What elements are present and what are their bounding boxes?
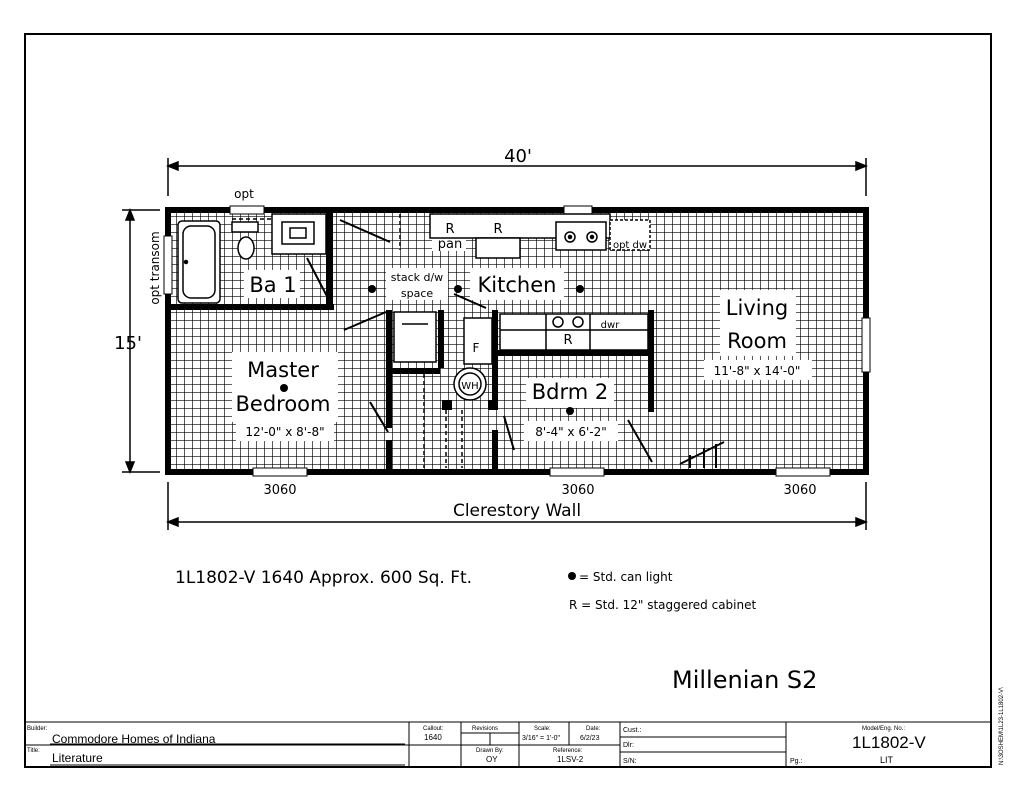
master-label-1: Master [247, 358, 319, 382]
can-lights [280, 285, 584, 580]
title-label: Title: [27, 748, 40, 754]
reference-value: 1LSV-2 [557, 755, 584, 764]
opt-label-top: opt [234, 187, 254, 201]
door-swings [306, 219, 725, 468]
bath-label: Ba 1 [249, 273, 296, 297]
window-label-2: 3060 [561, 483, 594, 498]
sheet-border [24, 33, 992, 768]
kitchen-label: Kitchen [478, 273, 557, 297]
bdrm2-label: Bdrm 2 [532, 380, 609, 404]
width-dimension: 40' [504, 146, 532, 167]
stack-label-1: stack d/w [391, 271, 443, 284]
model-line: 1L1802-V 1640 Approx. 600 Sq. Ft. [175, 568, 472, 588]
master-label-2: Bedroom [236, 392, 331, 416]
height-dimension: 15' [114, 333, 142, 354]
furnace-label: F [473, 341, 480, 355]
cust-label: Cust.: [623, 727, 641, 734]
stack-label-2: space [401, 287, 434, 300]
plan-labels: 40' 15' opt transom opt Ba 1 Kitchen sta… [114, 146, 816, 521]
scale-label: Scale: [534, 726, 551, 732]
living-label-2: Room [727, 329, 787, 353]
window-label-1: 3060 [263, 483, 296, 498]
title-block [25, 721, 991, 767]
dlr-label: Dlr: [623, 742, 634, 749]
opt-dw-label: opt dw [613, 240, 647, 251]
model-no-value: 1L1802-V [852, 733, 926, 752]
toilet-bowl [237, 236, 255, 260]
drawn-by-label: Drawn By: [476, 748, 504, 754]
reference-label: Reference: [553, 748, 583, 754]
dwr-label: dwr [601, 320, 621, 331]
dimension-lines [122, 158, 869, 530]
furnace-box [463, 317, 493, 365]
pg-label: Pg.: [790, 758, 803, 765]
builder-value: Commodore Homes of Indiana [52, 732, 216, 746]
model-no-label: Model/Eng. No.: [862, 726, 905, 732]
title-value: Literature [52, 751, 103, 765]
opt-transom-label: opt transom [148, 231, 162, 304]
info-labels: 1L1802-V 1640 Approx. 600 Sq. Ft. = Std.… [175, 568, 817, 694]
interior-walls [170, 213, 654, 470]
r-pan-label: R [445, 222, 454, 237]
label-backgrounds [232, 219, 812, 441]
water-heater-label: WH [461, 381, 478, 392]
kitchen-sink [555, 221, 607, 251]
scale-value: 3/16" = 1'-0" [522, 735, 561, 742]
builder-label: Builder: [27, 726, 48, 732]
legend-cabinet: R = Std. 12" staggered cabinet [569, 598, 756, 612]
series-name: Millenian S2 [672, 666, 817, 694]
clerestory-label: Clerestory Wall [453, 501, 581, 521]
date-value: 6/2/23 [580, 735, 600, 742]
title-block-text: Builder: Commodore Homes of Indiana Titl… [27, 687, 1005, 765]
legend-light: = Std. can light [579, 570, 673, 584]
master-size: 12'-0" x 8'-8" [245, 425, 324, 439]
pan-label: pan [438, 237, 462, 252]
r-range-label: R [563, 333, 572, 348]
revisions-label: Revisions [472, 726, 498, 732]
r-top-label: R [493, 222, 502, 237]
sn-label: S/N: [623, 758, 637, 765]
stack-washer [393, 311, 437, 363]
callout-value: 1640 [424, 733, 442, 742]
pg-value: LIT [880, 755, 894, 765]
kitchen-fixtures [393, 213, 651, 401]
living-size: 11'-8" x 14'-0" [714, 364, 801, 378]
callout-label: Callout: [423, 726, 444, 732]
bath-vanity [271, 213, 327, 255]
drawn-by-value: OY [486, 755, 498, 764]
living-label-1: Living [726, 296, 788, 320]
window-openings [163, 205, 871, 477]
refrigerator [475, 237, 521, 259]
window-label-3: 3060 [783, 483, 816, 498]
opt-dishwasher [609, 219, 651, 251]
date-label: Date: [586, 726, 601, 732]
side-file-code: N:\3OSHEM\1L23-1L1802-V\ [999, 687, 1005, 765]
bdrm2-size: 8'-4" x 6'-2" [535, 425, 607, 439]
bath-fixtures [177, 213, 327, 304]
toilet-tank [231, 221, 259, 233]
